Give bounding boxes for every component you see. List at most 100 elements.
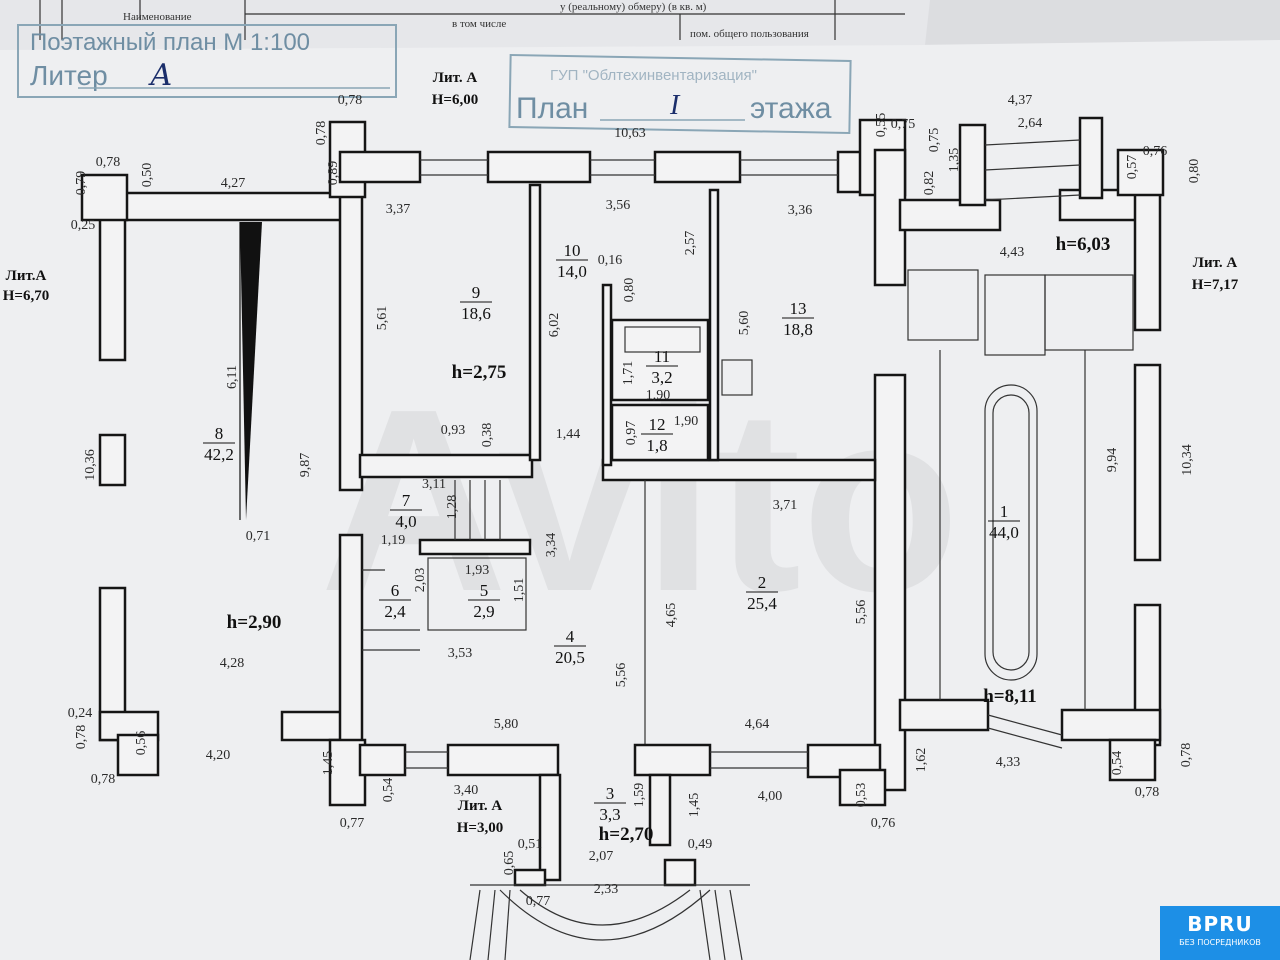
dimension-label: 0,77 (526, 894, 551, 909)
dimension-label: 0,55 (874, 113, 889, 138)
dimension-label: 1,19 (381, 533, 406, 548)
dimension-label: 4,43 (1000, 245, 1025, 260)
dimension-label: 10,34 (1180, 444, 1195, 476)
room-number: 3 (606, 784, 615, 803)
room-label-3: 33,3 (594, 784, 626, 824)
dimension-label: 4,33 (996, 755, 1021, 770)
dimension-label: 5,80 (494, 717, 519, 732)
table-header-top: у (реальному) обмеру) (в кв. м) (560, 1, 707, 13)
dimension-label: 0,78 (338, 93, 363, 108)
table-sheet (0, 0, 930, 50)
dimension-label: 2,33 (594, 882, 619, 897)
dimension-label: 5,56 (614, 663, 629, 688)
lit-label-left: Лит.А H=6,70 (3, 268, 49, 304)
room-area: 18,8 (783, 320, 813, 339)
stamp-liter-value: А (148, 58, 173, 93)
room-number: 5 (480, 581, 489, 600)
walls (80, 116, 1165, 960)
dimension-label: 1,90 (674, 414, 699, 429)
dimension-label: 3,71 (773, 498, 798, 513)
dimension-label: 0,54 (381, 778, 396, 803)
dimension-label: 0,49 (688, 837, 713, 852)
lit-label-right: Лит. А H=7,17 (1192, 255, 1239, 293)
height-label-room-8: h=2,90 (227, 612, 282, 633)
dimension-label: 0,80 (1187, 159, 1202, 184)
room-area: 18,6 (461, 304, 491, 323)
dimension-label: 10,63 (614, 126, 646, 141)
dimension-label: 0,89 (326, 161, 341, 186)
dimension-label: 0,82 (922, 171, 937, 196)
dimension-label: 0,71 (246, 529, 271, 544)
room-area: 3,2 (651, 368, 672, 387)
table-header-common: пом. общего пользования (690, 28, 809, 40)
dimension-label: 0,93 (441, 423, 466, 438)
lit-height: H=7,17 (1192, 277, 1239, 293)
room-area: 14,0 (557, 262, 587, 281)
room-area: 42,2 (204, 445, 234, 464)
room-number: 4 (566, 627, 575, 646)
dimension-label: 6,11 (225, 365, 240, 389)
header-table: Наименование в том числе пом. общего пол… (39, 0, 905, 40)
stamp-floor-suffix: этажа (750, 92, 832, 125)
dimension-label: 0,56 (134, 731, 149, 756)
dimension-label: 4,37 (1008, 93, 1033, 108)
room-label-2: 225,4 (746, 573, 778, 613)
room-label-8: 842,2 (203, 424, 235, 464)
dimension-label: 1,71 (621, 361, 636, 386)
table-header-subtotal: в том числе (452, 18, 506, 30)
dimension-label: 0,65 (502, 851, 517, 876)
dimension-label: 5,61 (375, 306, 390, 331)
dimension-label: 4,20 (206, 748, 231, 763)
room-label-7: 74,0 (390, 491, 422, 531)
room-label-5: 52,9 (468, 581, 500, 621)
lit-name: Лит. А (433, 70, 478, 86)
dimension-label: 0,78 (1135, 785, 1160, 800)
lit-label-bottom: Лит. А H=3,00 (457, 798, 503, 836)
lit-height: H=6,00 (432, 92, 478, 108)
dimension-label: 3,37 (386, 202, 411, 217)
lit-height: H=3,00 (457, 820, 503, 836)
dimension-label: 0,51 (518, 837, 543, 852)
room-number: 7 (402, 491, 411, 510)
dimension-label: 1,62 (914, 748, 929, 773)
dimension-label: 1,59 (632, 783, 647, 808)
room-number: 12 (649, 415, 666, 434)
room-area: 4,0 (395, 512, 416, 531)
room-area: 44,0 (989, 523, 1019, 542)
room-label-6: 62,4 (379, 581, 411, 621)
dimension-label: 1,35 (947, 148, 962, 173)
table-header-name: Наименование (123, 11, 192, 23)
height-label-room-9: h=2,75 (452, 362, 507, 383)
room-label-4: 420,5 (554, 627, 586, 667)
dimension-label: 5,56 (854, 600, 869, 625)
height-label-room-3: h=2,70 (599, 824, 654, 845)
lit-label-top: Лит. А H=6,00 (432, 70, 478, 108)
stamp-floor-value: I (669, 90, 681, 121)
dimension-label: 2,03 (413, 568, 428, 593)
height-label-stair: h=6,03 (1056, 234, 1111, 255)
lit-height: H=6,70 (3, 288, 49, 304)
dimension-label: 0,76 (871, 816, 896, 831)
dimension-label: 1,93 (465, 563, 490, 578)
dimension-label: 4,27 (221, 176, 246, 191)
room-number: 13 (790, 299, 807, 318)
room-label-11: 113,2 (646, 347, 678, 387)
dimension-label: 0,53 (854, 783, 869, 808)
stamp-org: ГУП "Облтехинвентаризация" (550, 67, 757, 84)
dimension-label: 4,64 (745, 717, 770, 732)
room-area: 2,4 (384, 602, 406, 621)
dimension-label: 3,34 (544, 533, 559, 558)
room-number: 2 (758, 573, 767, 592)
dimension-label: 0,80 (622, 278, 637, 303)
dimension-label: 1,45 (687, 793, 702, 818)
dimension-label: 0,75 (891, 117, 916, 132)
stamp-scale: Поэтажный план М 1:100 Литер А (17, 24, 397, 98)
room-number: 1 (1000, 502, 1009, 521)
dimension-label: 1,51 (512, 578, 527, 603)
dimension-label: 0,75 (927, 128, 942, 153)
dimension-label: 4,65 (664, 603, 679, 628)
room-number: 8 (215, 424, 224, 443)
bpru-badge[interactable]: BPRU БЕЗ ПОСРЕДНИКОВ (1160, 906, 1280, 960)
dimension-label: 0,78 (96, 155, 121, 170)
dimension-label: 2,64 (1018, 116, 1043, 131)
